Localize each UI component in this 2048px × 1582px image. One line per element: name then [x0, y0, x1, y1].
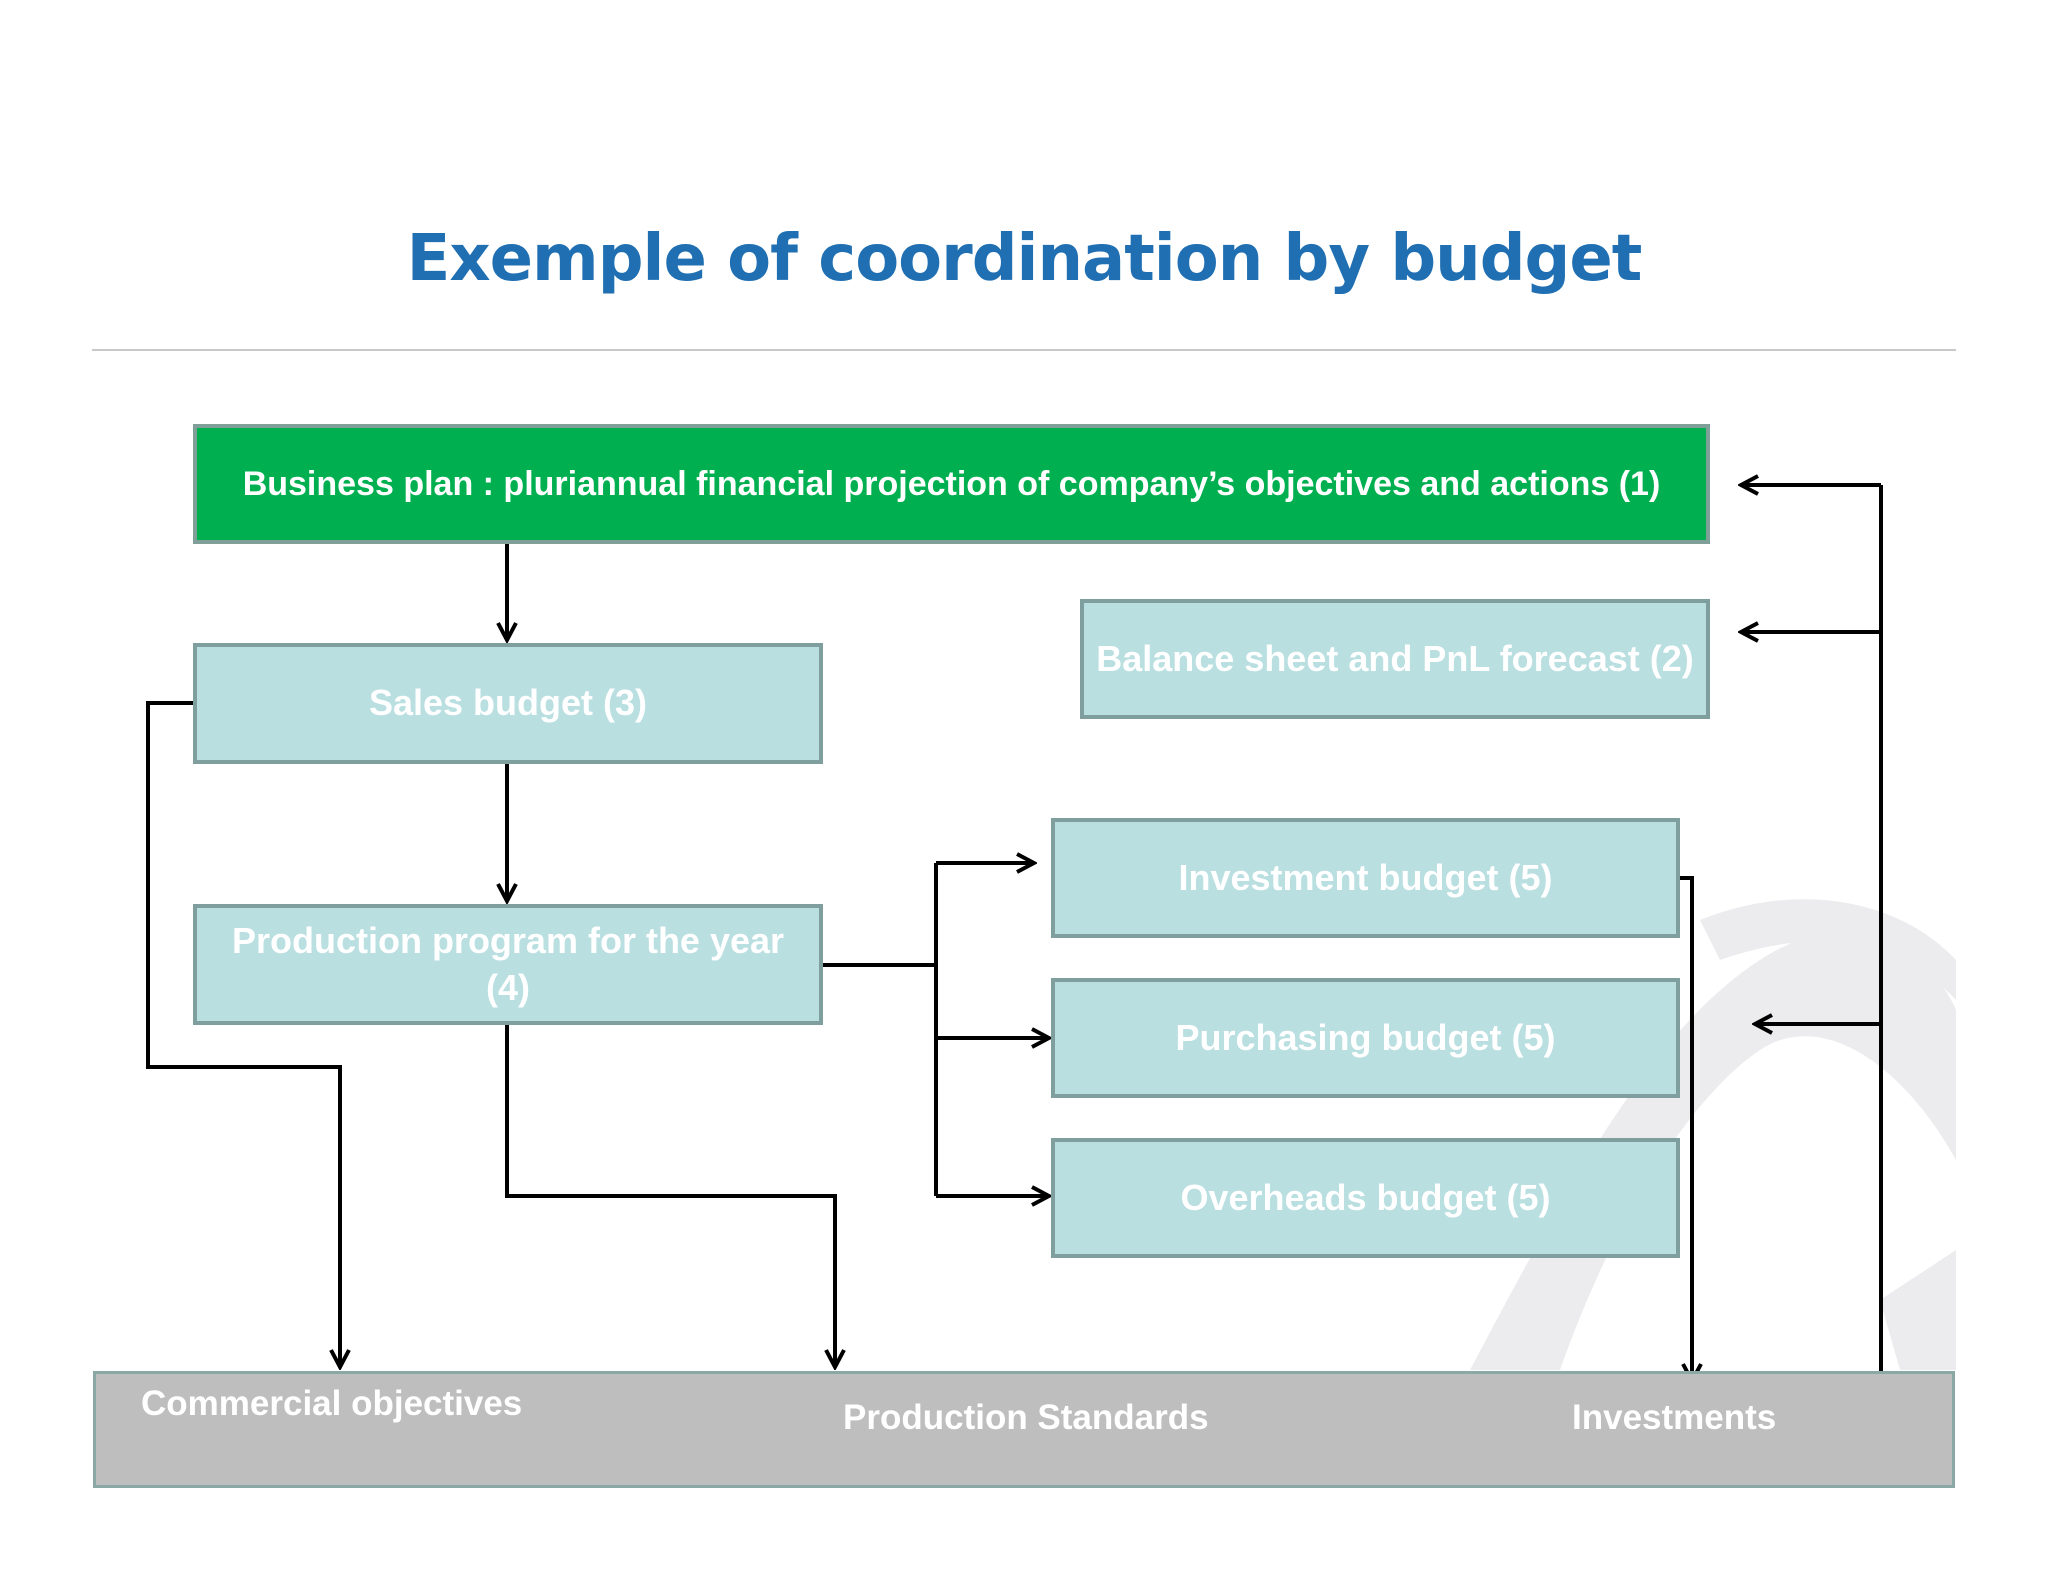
- production-standards-label: Production Standards: [843, 1398, 1209, 1437]
- balance-sheet-label: Balance sheet and PnL forecast (2): [1096, 637, 1694, 679]
- balance-sheet-box: Balance sheet and PnL forecast (2): [1080, 599, 1710, 719]
- sales-budget-label: Sales budget (3): [368, 682, 648, 724]
- page-title: Exemple of coordination by budget: [406, 222, 1643, 296]
- overheads-budget-label: Overheads budget (5): [1180, 1176, 1551, 1218]
- business-plan-box: Business plan : pluriannual financial pr…: [193, 424, 1710, 544]
- investment-budget-label: Investment budget (5): [1178, 856, 1553, 898]
- production-program-box: Production program for the year (4): [193, 904, 823, 1025]
- sales-budget-box: Sales budget (3): [193, 643, 823, 764]
- production-program-label: Production program for the year (4): [231, 919, 785, 1008]
- purchasing-budget-label: Purchasing budget (5): [1175, 1016, 1556, 1058]
- commercial-objectives-label: Commercial objectives: [141, 1384, 523, 1423]
- title-divider: [92, 349, 1956, 351]
- investments-label: Investments: [1572, 1398, 1777, 1437]
- purchasing-budget-box: Purchasing budget (5): [1051, 978, 1680, 1098]
- overheads-budget-box: Overheads budget (5): [1051, 1138, 1680, 1258]
- outputs-band: [93, 1371, 1955, 1488]
- investment-budget-box: Investment budget (5): [1051, 818, 1680, 938]
- business-plan-label: Business plan : pluriannual financial pr…: [242, 464, 1661, 503]
